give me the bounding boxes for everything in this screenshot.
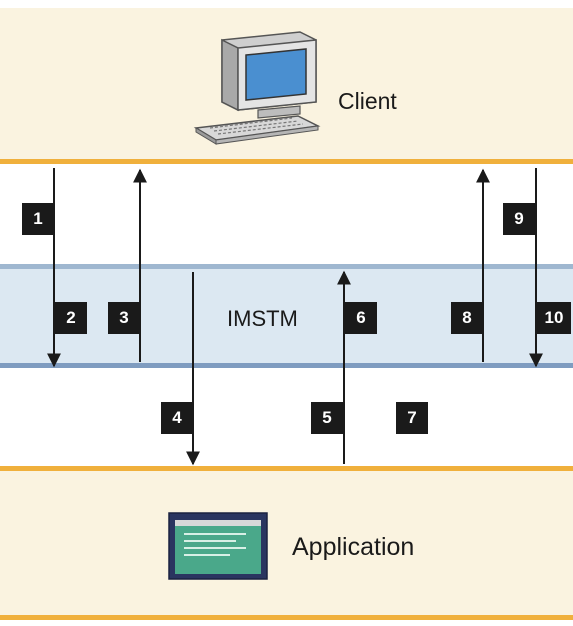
step-badge-3: 3 [108,302,140,334]
step-badge-2: 2 [55,302,87,334]
application-region [0,466,573,620]
application-label: Application [292,533,415,561]
application-window-icon [168,512,268,580]
step-badge-8: 8 [451,302,483,334]
step-badge-7: 7 [396,402,428,434]
step-badge-9: 9 [503,203,535,235]
step-badge-4: 4 [161,402,193,434]
ims-label: IMSTM [227,306,298,331]
step-badge-6: 6 [345,302,377,334]
step-badge-5: 5 [311,402,343,434]
step-badge-1: 1 [22,203,54,235]
step-badge-10: 10 [537,302,571,334]
desktop-computer-icon [193,31,321,145]
client-label: Client [338,88,397,114]
